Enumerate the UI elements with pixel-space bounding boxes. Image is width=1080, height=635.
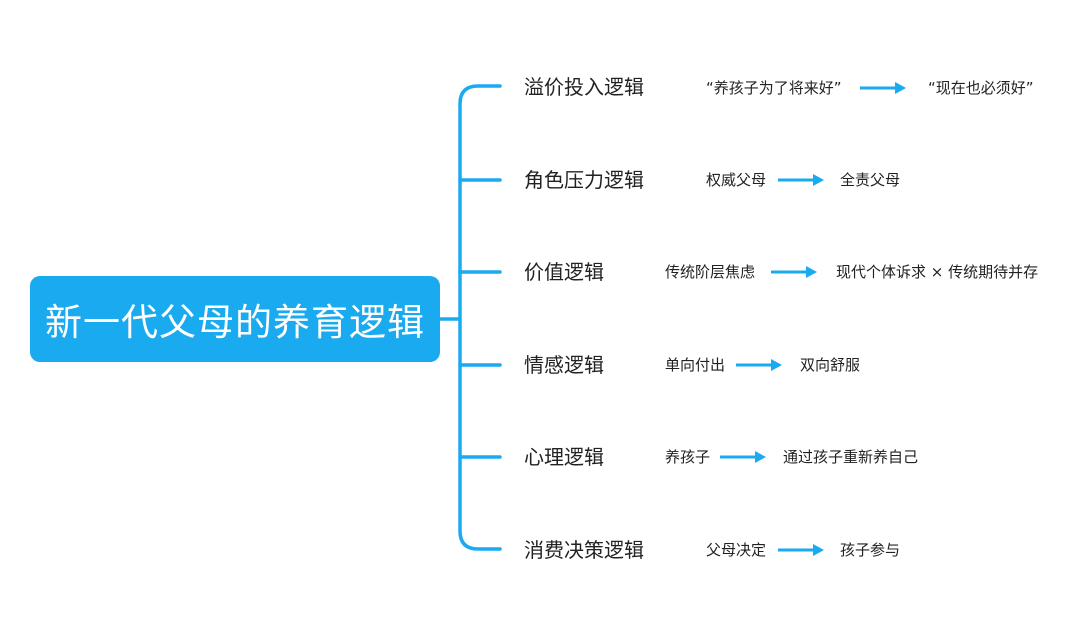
branch-label: 情感逻辑	[524, 353, 604, 377]
branch-label: 角色压力逻辑	[524, 168, 644, 192]
from-text: 单向付出	[665, 356, 726, 374]
branch-label: 消费决策逻辑	[524, 538, 644, 562]
arrow-right-icon	[860, 82, 906, 94]
from-text: 父母决定	[706, 541, 767, 559]
from-text: 传统阶层焦虑	[665, 263, 756, 281]
from-text: 权威父母	[706, 171, 767, 189]
arrow-right-icon	[736, 359, 782, 371]
branch-label: 心理逻辑	[524, 445, 604, 469]
root-node: 新一代父母的养育逻辑	[30, 276, 440, 362]
branch-bracket	[458, 84, 502, 551]
root-label: 新一代父母的养育逻辑	[45, 301, 425, 344]
arrow-right-icon	[778, 544, 824, 556]
from-text: 养孩子	[665, 448, 711, 466]
from-text: “养孩子为了将来好”	[706, 79, 842, 97]
arrow-right-icon	[771, 266, 817, 278]
to-text: 双向舒服	[800, 356, 861, 374]
to-text: 孩子参与	[840, 541, 901, 559]
arrow-right-icon	[778, 174, 824, 186]
branch-label: 价值逻辑	[524, 260, 604, 284]
to-text: 通过孩子重新养自己	[783, 448, 919, 466]
to-text: “现在也必须好”	[928, 79, 1034, 97]
arrow-right-icon	[720, 451, 766, 463]
to-text: 全责父母	[840, 171, 901, 189]
branch-label: 溢价投入逻辑	[524, 75, 644, 99]
to-text: 现代个体诉求 × 传统期待并存	[836, 263, 1039, 281]
